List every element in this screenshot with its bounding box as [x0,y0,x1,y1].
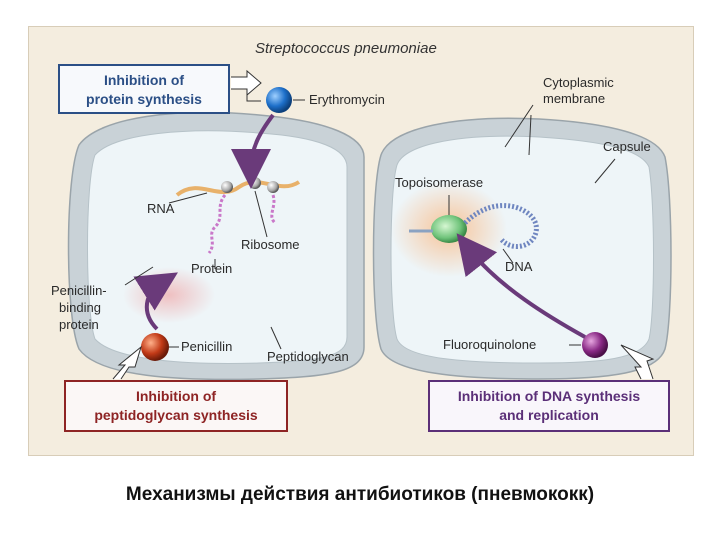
box-peptidoglycan-pointer [112,345,142,380]
box-protein-synthesis-frame [58,64,230,114]
ribosome-1 [221,181,233,193]
box-protein-line2: protein synthesis [86,91,202,107]
mechanism-diagram: Streptococcus pneumoniae [51,40,672,432]
box-protein-line1: Inhibition of [104,72,184,88]
slide-caption: Механизмы действия антибиотиков (пневмок… [125,484,595,505]
dna-label: DNA [505,259,533,274]
topoisomerase-label: Topoisomerase [395,175,483,190]
organism-title: Streptococcus pneumoniae [255,40,437,57]
cytoplasmic-membrane-label-line2: membrane [543,91,605,106]
box-dna-line1: Inhibition of DNA synthesis [458,388,640,404]
capsule-label: Capsule [603,139,651,154]
box-protein-pointer [231,69,262,97]
fluoroquinolone-label: Fluoroquinolone [443,337,536,352]
penicillin-label: Penicillin [181,339,232,354]
box-dna-pointer [620,344,655,380]
peptidoglycan-label: Peptidoglycan [267,349,349,364]
box-dna-frame [428,380,670,432]
box-peptidoglycan-line2: peptidoglycan synthesis [94,407,258,423]
penicillin-arrow [133,272,178,331]
penicillin-molecule [141,333,169,361]
fluoroquinolone-molecule [582,332,608,358]
erythromycin-label: Erythromycin [309,92,385,107]
box-protein-synthesis: Inhibition of protein synthesis [58,64,262,114]
box-dna-line2: and replication [499,407,599,423]
protein-label: Protein [191,261,232,276]
protein-chain [207,194,227,254]
pbp-label-line2: binding [59,300,101,315]
ribosome-2 [249,177,261,189]
ribosome-3 [267,181,279,193]
rna-label: RNA [147,201,175,216]
erythromycin-molecule [266,87,292,113]
box-peptidoglycan-line1: Inhibition of [136,388,216,404]
box-peptidoglycan-synthesis: Inhibition of peptidoglycan synthesis [64,345,288,432]
pbp-label-line1: Penicillin- [51,283,107,298]
box-dna-synthesis: Inhibition of DNA synthesis and replicat… [428,344,670,432]
fluoroquinolone-arrow [456,233,586,339]
box-peptidoglycan-frame [64,380,288,432]
leader-lines [124,99,616,350]
figure-panel: Streptococcus pneumoniae [28,26,694,456]
topoisomerase-enzyme [431,215,467,243]
ribosome-label: Ribosome [241,237,300,252]
erythromycin-arrow [231,113,275,189]
dna-helix [463,203,539,249]
pbp-label-line3: protein [59,317,99,332]
cytoplasmic-membrane-label-line1: Cytoplasmic [543,75,614,90]
